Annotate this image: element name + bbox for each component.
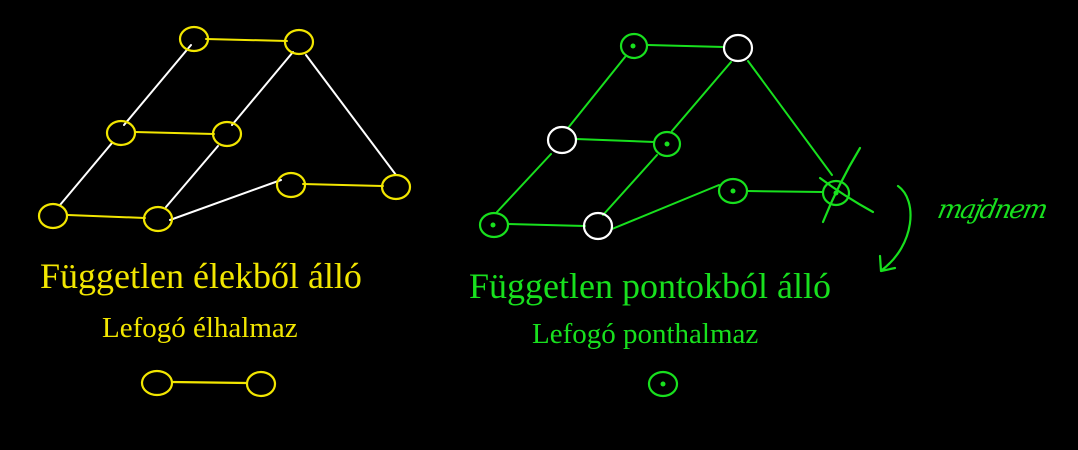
left-edge-white	[169, 179, 282, 221]
right-edge	[507, 223, 586, 227]
legend-vertex	[245, 370, 277, 398]
right-vertex-selected	[652, 130, 682, 158]
right-vertex-unselected	[722, 33, 754, 63]
right-edge	[746, 190, 824, 193]
right-title: Független pontokból álló	[469, 266, 831, 306]
vertex-dot	[490, 222, 496, 228]
left-vertex	[211, 120, 243, 148]
curved-arrow	[880, 184, 912, 272]
left-edge-yellow	[302, 183, 384, 187]
right-edge	[671, 61, 732, 132]
left-edge-yellow	[134, 131, 215, 135]
left-edge-yellow	[67, 214, 146, 219]
legend-vertex	[140, 369, 174, 397]
left-edge-white	[165, 145, 219, 208]
left-vertex	[380, 173, 412, 201]
right-vertex-unselected	[546, 125, 578, 155]
left-vertex	[37, 202, 69, 230]
handwritten-annotation: majdnem	[934, 195, 1049, 225]
left-edge-white	[59, 142, 113, 206]
left-vertex	[142, 205, 174, 233]
right-edge	[575, 138, 655, 143]
right-graph	[478, 32, 912, 273]
right-vertex-selected	[478, 211, 510, 239]
left-vertex	[178, 25, 210, 53]
right-vertex-unselected	[582, 211, 614, 241]
left-title: Független élekből álló	[40, 256, 362, 296]
right-edge	[611, 184, 720, 230]
vertex-dot	[664, 141, 670, 147]
right-edge	[602, 154, 658, 216]
left-edge-yellow	[205, 38, 288, 42]
right-vertex-crossed	[821, 179, 851, 207]
legend-edge	[170, 380, 249, 385]
left-edge-white	[231, 51, 294, 126]
right-edge	[647, 44, 725, 48]
right-unselected-vertices	[546, 33, 754, 241]
left-graph	[37, 25, 412, 233]
vertex-legend-sample	[647, 370, 679, 398]
vertex-dot	[630, 43, 636, 49]
left-vertex	[283, 28, 315, 56]
right-edge	[567, 56, 626, 129]
cross-out-mark	[818, 176, 875, 214]
right-subtitle: Lefogó ponthalmaz	[532, 318, 759, 350]
left-vertex	[105, 119, 137, 147]
right-edge	[496, 153, 552, 213]
left-edge-white	[305, 54, 397, 176]
right-vertex-selected	[717, 177, 749, 205]
vertex-dot	[730, 188, 736, 194]
legend-vertex-selected	[647, 370, 679, 398]
left-subtitle: Lefogó élhalmaz	[102, 312, 298, 344]
vertex-dot	[660, 381, 666, 387]
right-vertex-selected	[619, 32, 649, 60]
arrow-head	[878, 254, 897, 273]
left-vertex	[275, 171, 307, 199]
edge-legend-sample	[140, 369, 277, 398]
right-edge	[747, 60, 833, 176]
cross-out-mark	[821, 146, 862, 224]
left-edge-white	[123, 44, 192, 126]
